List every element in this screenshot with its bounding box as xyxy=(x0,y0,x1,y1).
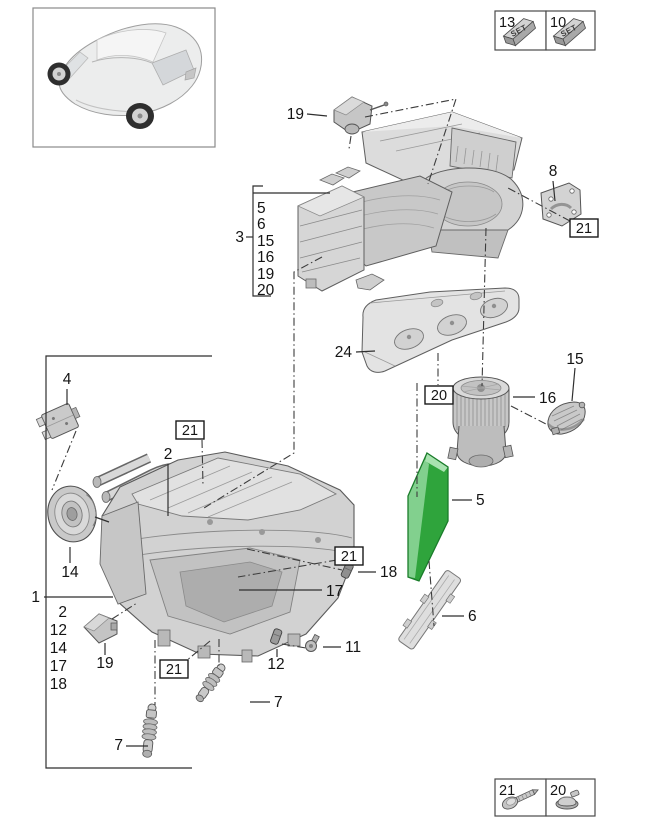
upper-housing-assembly xyxy=(297,111,524,292)
callout-4: 4 xyxy=(63,371,72,388)
callout-3-item: 16 xyxy=(257,249,274,266)
callout-19-bottom: 19 xyxy=(96,655,113,672)
boxed-callout-21-b: 21 xyxy=(182,423,198,439)
callout-3-item: 6 xyxy=(257,216,266,233)
boxed-callout-21-d: 21 xyxy=(341,549,357,565)
callout-1-item: 14 xyxy=(50,640,68,657)
callout-15: 15 xyxy=(566,351,583,368)
legend-bottom-number-20: 20 xyxy=(550,783,566,799)
callout-18: 18 xyxy=(380,564,397,581)
blower-motor-16 xyxy=(447,376,514,468)
sensor-4 xyxy=(35,403,81,441)
callout-3-item: 20 xyxy=(257,282,275,299)
callout-1-item: 2 xyxy=(58,604,67,621)
air-scoop-15 xyxy=(547,401,586,436)
cover-panel-24 xyxy=(355,273,520,373)
callout-1-list: 2 12 14 17 18 xyxy=(50,604,68,693)
drain-tube-7-right xyxy=(195,663,226,703)
car-illustration xyxy=(47,23,203,129)
callout-3-item: 15 xyxy=(257,233,274,250)
callout-19-top: 19 xyxy=(287,106,304,123)
drain-valve-11 xyxy=(305,633,320,652)
callout-8: 8 xyxy=(549,163,558,180)
callout-16: 16 xyxy=(539,390,556,407)
callout-5: 5 xyxy=(476,492,485,509)
screw-21-icon xyxy=(501,789,539,810)
bracket-8 xyxy=(540,182,582,227)
drain-tube-7-left xyxy=(141,703,158,758)
set-block-13 xyxy=(502,18,537,47)
callout-11: 11 xyxy=(345,639,361,656)
callout-14: 14 xyxy=(61,564,79,581)
callout-1-item: 17 xyxy=(50,658,67,675)
callout-1-item: 12 xyxy=(50,622,67,639)
assembly-lines xyxy=(51,98,571,705)
car-wheel-rear-right xyxy=(126,103,154,129)
damper-14 xyxy=(47,485,97,543)
boxed-callout-20: 20 xyxy=(431,388,447,404)
servo-motor-19-top xyxy=(333,96,389,135)
clip-nut-20-icon xyxy=(555,789,580,810)
heater-unit-main xyxy=(92,451,355,663)
callout-1: 1 xyxy=(31,589,40,606)
set-block-10 xyxy=(552,18,587,47)
leader-lines xyxy=(44,113,576,769)
callout-24: 24 xyxy=(335,344,353,361)
legend-top-number-10: 10 xyxy=(550,15,566,31)
callout-12: 12 xyxy=(267,656,284,673)
callout-3-item: 19 xyxy=(257,266,274,283)
callout-1-item: 18 xyxy=(50,676,67,693)
legend-top-number-13: 13 xyxy=(499,15,515,31)
boxed-callout-21-a: 21 xyxy=(576,221,592,237)
dust-filter-5 xyxy=(407,452,449,582)
car-wheel-rear-left xyxy=(47,62,71,86)
cap-12 xyxy=(270,628,283,645)
callout-3-item: 5 xyxy=(257,200,266,217)
callout-17: 17 xyxy=(326,583,343,600)
callout-6: 6 xyxy=(468,608,477,625)
servo-motor-19-bottom xyxy=(83,613,118,644)
callout-3-list: 5 6 15 16 19 20 xyxy=(257,200,275,299)
callout-7-right: 7 xyxy=(274,694,283,711)
filter-rail-6 xyxy=(398,570,462,650)
callout-7-left: 7 xyxy=(114,737,123,754)
boxed-callout-21-c: 21 xyxy=(166,662,182,678)
legend-bottom-number-21: 21 xyxy=(499,783,515,799)
callout-2: 2 xyxy=(164,446,173,463)
callout-3: 3 xyxy=(235,229,244,246)
boxed-callout-frames xyxy=(159,218,599,679)
